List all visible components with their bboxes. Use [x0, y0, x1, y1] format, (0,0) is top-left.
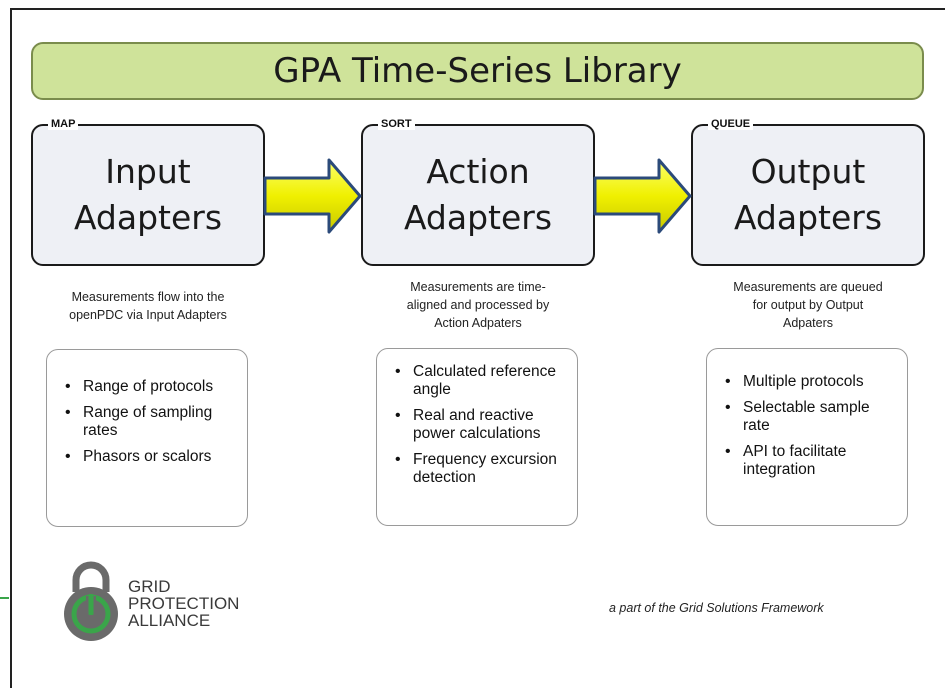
feature-list: Range of protocols Range of sampling rat…	[61, 378, 239, 466]
feature-card-action: Calculated reference angle Real and reac…	[376, 348, 578, 526]
stage-title-line2: Adapters	[73, 198, 223, 237]
logo-wordmark: GRID PROTECTION ALLIANCE	[128, 578, 239, 629]
stage-title-line1: Input	[105, 152, 191, 191]
list-item: API to facilitate integration	[725, 443, 899, 479]
list-item: Phasors or scalors	[65, 448, 239, 466]
description-line: openPDC via Input Adapters	[69, 308, 227, 322]
logo-line: GRID	[128, 577, 171, 596]
description-line: Measurements flow into the	[71, 290, 225, 304]
feature-card-output: Multiple protocols Selectable sample rat…	[706, 348, 908, 526]
footer-note: a part of the Grid Solutions Framework	[609, 601, 824, 615]
flow-arrow-icon	[593, 158, 692, 234]
list-item: Real and reactive power calculations	[395, 407, 569, 443]
description-line: Adpaters	[782, 316, 834, 330]
description-line: for output by Output	[752, 298, 864, 312]
stage-description-output: Measurements are queued for output by Ou…	[691, 278, 925, 332]
stage-title-line2: Adapters	[403, 198, 553, 237]
stage-title-line1: Action	[426, 152, 530, 191]
stage-box-output: Output Adapters	[691, 124, 925, 266]
stage-title-line1: Output	[750, 152, 866, 191]
stage-tag-queue: QUEUE	[708, 118, 754, 130]
stage-box-input: Input Adapters	[31, 124, 265, 266]
description-line: Measurements are time-	[410, 280, 546, 294]
stage-tag-map: MAP	[48, 118, 79, 130]
list-item: Selectable sample rate	[725, 399, 899, 435]
description-line: Measurements are queued	[733, 280, 883, 294]
stage-description-input: Measurements flow into the openPDC via I…	[31, 288, 265, 324]
list-item: Range of protocols	[65, 378, 239, 396]
list-item: Calculated reference angle	[395, 363, 569, 399]
description-line: aligned and processed by	[406, 298, 550, 312]
stage-tag-sort: SORT	[378, 118, 415, 130]
feature-card-input: Range of protocols Range of sampling rat…	[46, 349, 248, 527]
feature-list: Multiple protocols Selectable sample rat…	[721, 373, 899, 479]
logo-line: PROTECTION	[128, 594, 240, 613]
slide-frame	[10, 8, 945, 688]
list-item: Range of sampling rates	[65, 404, 239, 440]
list-item: Multiple protocols	[725, 373, 899, 391]
feature-list: Calculated reference angle Real and reac…	[391, 363, 569, 487]
stage-description-action: Measurements are time- aligned and proce…	[361, 278, 595, 332]
description-line: Action Adpaters	[434, 316, 522, 330]
edge-marker	[0, 597, 9, 599]
logo-line: ALLIANCE	[128, 611, 211, 630]
stage-title-line2: Adapters	[733, 198, 883, 237]
title-banner: GPA Time-Series Library	[31, 42, 924, 100]
stage-box-action: Action Adapters	[361, 124, 595, 266]
list-item: Frequency excursion detection	[395, 451, 569, 487]
power-padlock-icon	[64, 561, 118, 641]
flow-arrow-icon	[263, 158, 362, 234]
